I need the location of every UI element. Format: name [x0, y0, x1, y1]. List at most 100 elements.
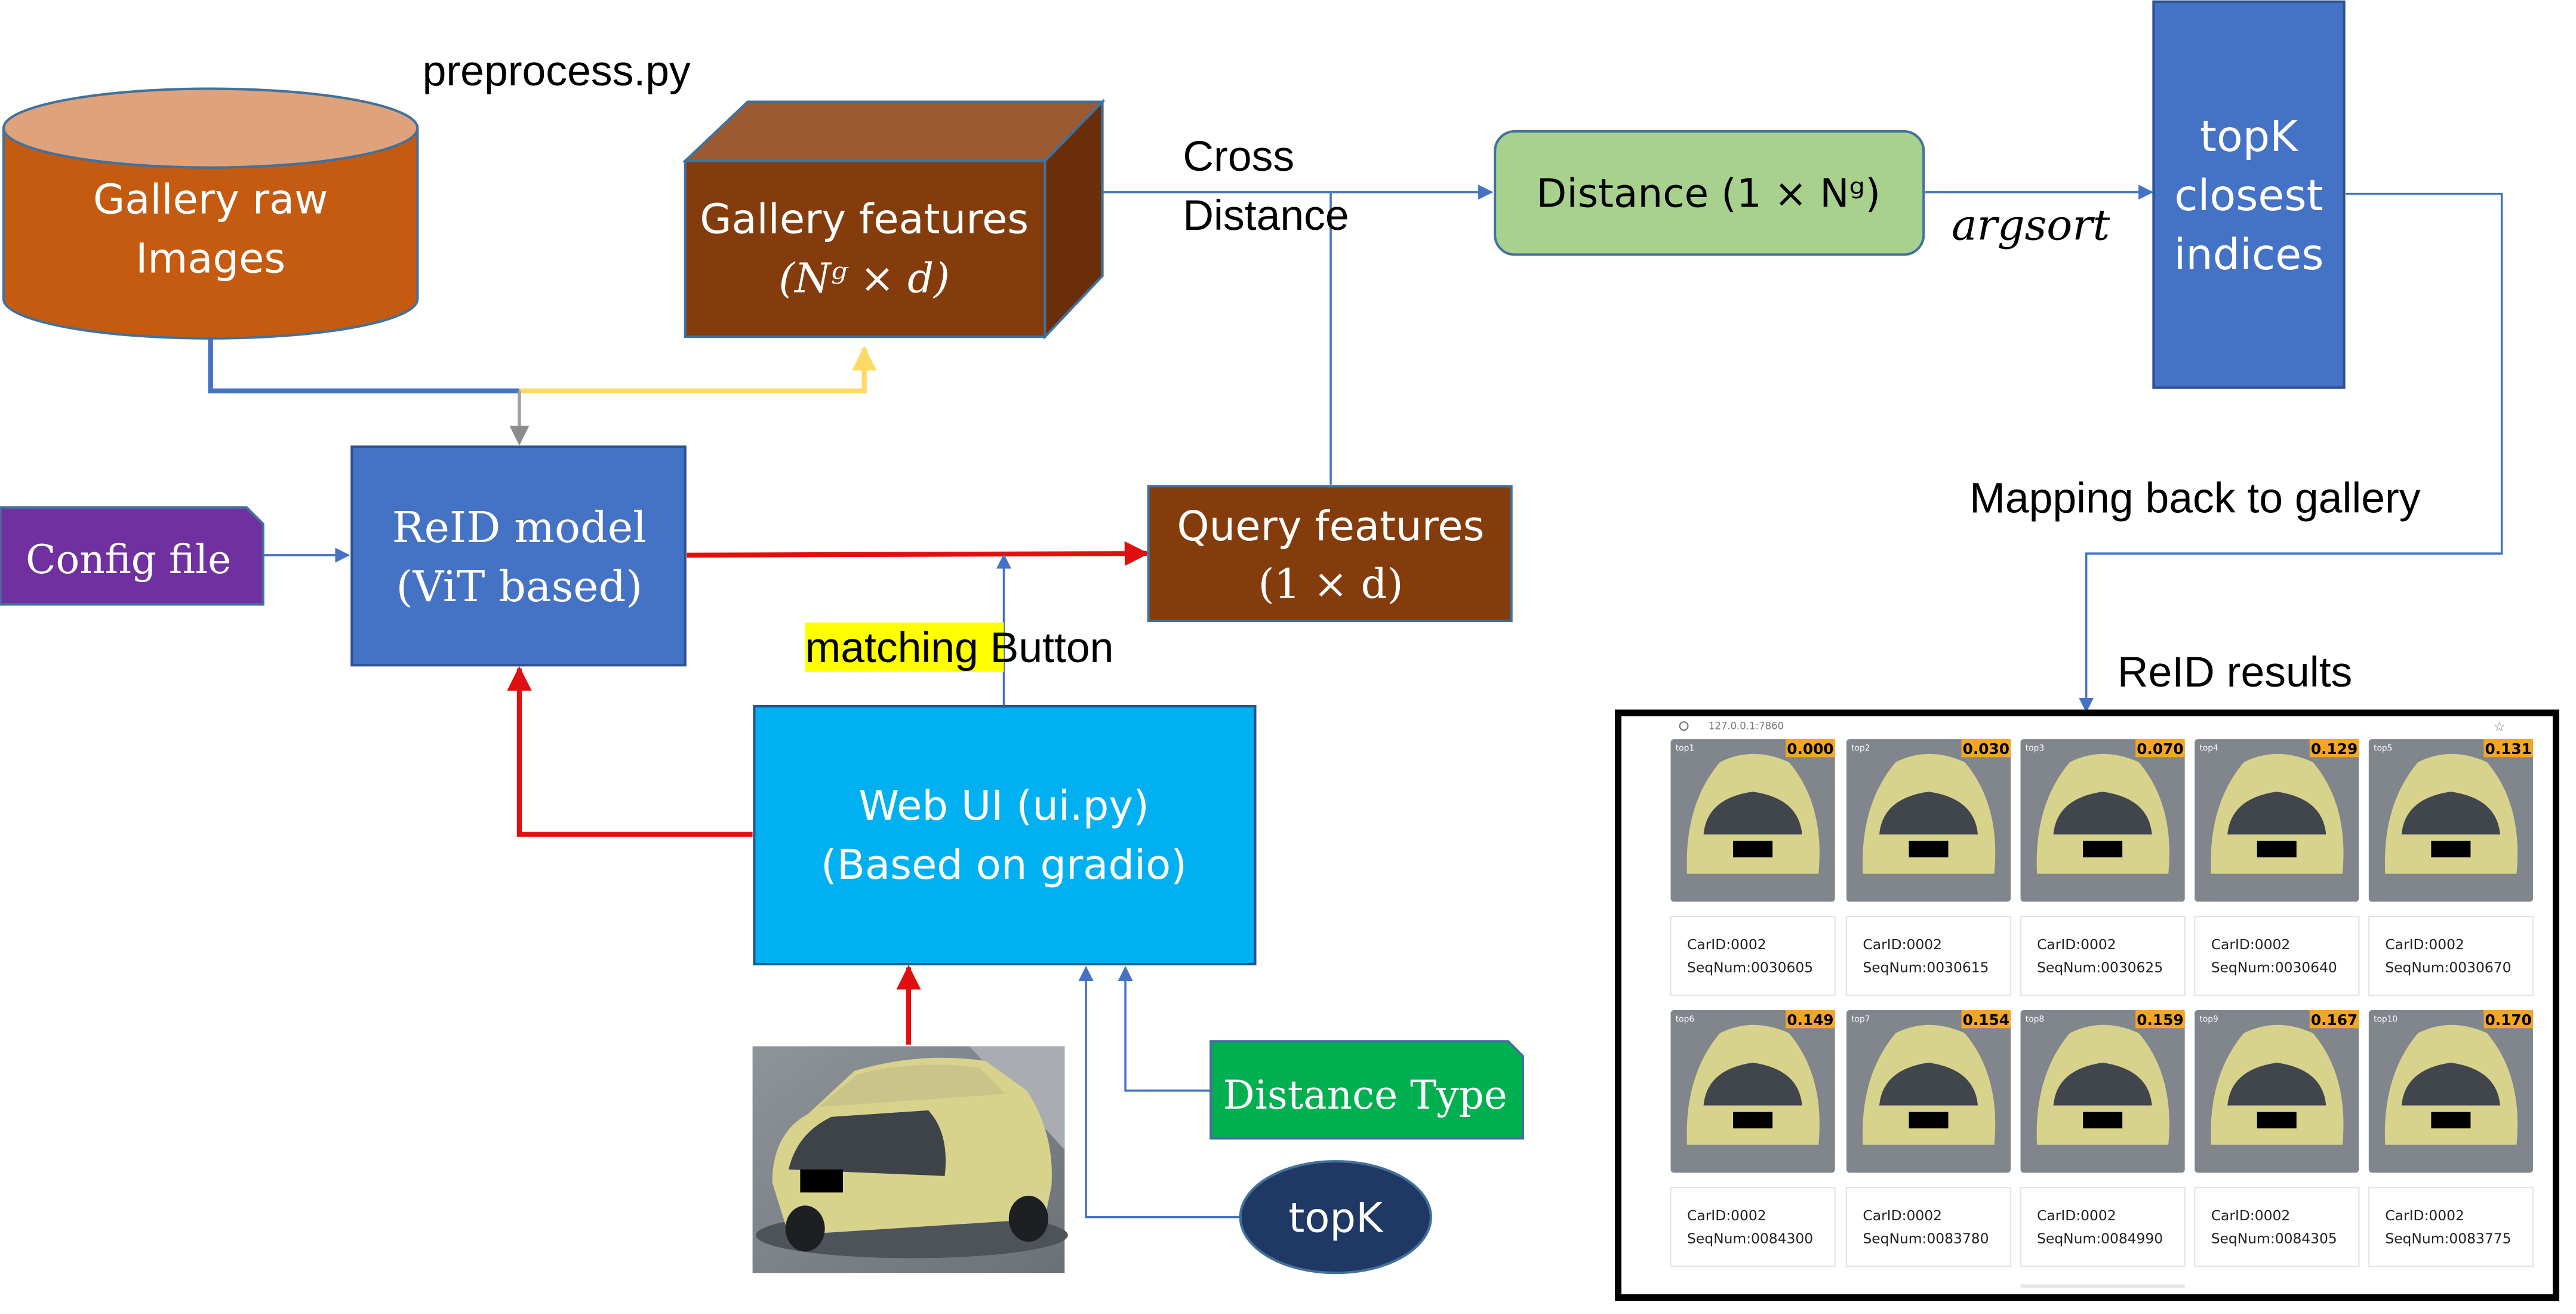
topk-input-node: topK [1239, 1160, 1432, 1275]
result-seqnum: SeqNum:0030625 [2037, 959, 2163, 976]
result-seqnum: SeqNum:0084305 [2211, 1230, 2337, 1247]
result-carid: CarID:0002 [2385, 1207, 2464, 1224]
plate-mask [2431, 841, 2471, 858]
result-info-box [2020, 1187, 2186, 1267]
connectors [208, 184, 2503, 1218]
result-info-box [2368, 916, 2534, 996]
model-to-query-connector [687, 541, 1150, 566]
plate-mask [1733, 841, 1773, 858]
plate-mask [2257, 841, 2297, 858]
result-carid: CarID:0002 [2211, 1207, 2291, 1224]
score-badge [2483, 1010, 2533, 1029]
topk-indices-line3: indices [2174, 230, 2323, 279]
mapping-label: Mapping back to gallery [1969, 474, 2421, 522]
score-text: 0.129 [2311, 740, 2358, 758]
plate-mask [1909, 841, 1949, 858]
matching-button-label: matching Button [805, 622, 1114, 672]
query-features-line1: Query features [1177, 503, 1485, 550]
score-text: 0.170 [2485, 1011, 2532, 1029]
result-rank-tag: top7 [1851, 1014, 1870, 1024]
car-window [2401, 792, 2500, 835]
results-url: 127.0.0.1:7860 [1709, 721, 1784, 732]
distance-node: Distance (1 × Nᵍ) [1494, 130, 1925, 256]
result-carid: CarID:0002 [2385, 936, 2464, 953]
car-window [1879, 792, 1978, 835]
query-features-line2: (1 × d) [1258, 560, 1404, 608]
topk-indices-node: topK closest indices [2152, 0, 2346, 389]
score-badge [2309, 739, 2359, 758]
score-text: 0.131 [2485, 740, 2532, 758]
result-carid: CarID:0002 [2037, 1207, 2116, 1224]
query-features-node: Query features (1 × d) [1147, 485, 1513, 623]
plate-mask [2257, 1112, 2297, 1129]
result-seqnum: SeqNum:0084990 [2037, 1230, 2163, 1247]
result-info-box [2194, 1187, 2360, 1267]
distance-label: Distance (1 × Nᵍ) [1537, 171, 1881, 217]
plate-mask [2431, 1112, 2471, 1129]
raw-to-model-connector [208, 337, 519, 393]
result-info-box [1845, 916, 2012, 996]
config-file-label: Config file [26, 537, 231, 583]
gallery-raw-line1: Gallery raw [93, 176, 328, 224]
result-seqnum: SeqNum:0030605 [1687, 959, 1813, 976]
gallery-raw-line2: Images [136, 235, 285, 283]
result-seqnum: SeqNum:0030615 [1863, 959, 1989, 976]
plate-mask [1909, 1112, 1949, 1129]
result-carid: CarID:0002 [1687, 1207, 1766, 1224]
result-carid: CarID:0002 [1687, 936, 1766, 953]
result-rank-tag: top6 [1676, 1014, 1694, 1024]
result-rank-tag: top10 [2374, 1014, 2398, 1024]
plate-mask [2083, 1112, 2123, 1129]
result-rank-tag: top5 [2374, 743, 2392, 753]
car-window [2053, 1063, 2152, 1106]
car-window [2053, 792, 2152, 835]
gallery-features-node: Gallery features (Nᵍ × d) [682, 99, 1106, 340]
web-ui-node: Web UI (ui.py) (Based on gradio) [753, 704, 1257, 966]
score-badge [1786, 739, 1835, 758]
score-badge [1961, 739, 2011, 758]
score-badge [2135, 1010, 2185, 1029]
topk-input-label: topK [1288, 1194, 1384, 1242]
car-window [2227, 792, 2326, 835]
car-window [1879, 1063, 1978, 1106]
result-carid: CarID:0002 [1863, 936, 1942, 953]
result-rank-tag: top9 [2199, 1014, 2218, 1024]
distancetype-to-ui-connector [1118, 965, 1211, 1092]
cross-distance-label-line2: Distance [1183, 192, 1349, 239]
score-text: 0.149 [1787, 1011, 1833, 1029]
topk-indices-line1: topK [2200, 112, 2299, 161]
result-info-box [1670, 916, 1836, 996]
reid-model-node: ReID model (ViT based) [350, 445, 687, 667]
web-ui-line2: (Based on gradio) [821, 841, 1187, 889]
reid-results-label: ReID results [2118, 648, 2352, 696]
result-carid: CarID:0002 [1863, 1207, 1942, 1224]
topk-to-ui-connector [1078, 965, 1241, 1218]
result-rank-tag: top1 [1676, 743, 1694, 753]
matching-rest-text: Button [978, 624, 1114, 672]
plate-mask [2083, 841, 2123, 858]
result-info-box [2020, 916, 2186, 996]
distance-type-node: Distance Type [1209, 1040, 1524, 1140]
bookmark-icon: ☆ [2494, 719, 2506, 734]
argsort-label: argsort [1952, 201, 2110, 250]
topk-indices-line2: closest [2174, 171, 2323, 220]
query-car-image [752, 1046, 1068, 1273]
gallery-raw-images-node: Gallery raw Images [2, 87, 419, 340]
result-info-box [2194, 916, 2360, 996]
svg-text:matching Button: matching Button [805, 624, 1114, 672]
score-text: 0.159 [2137, 1011, 2183, 1029]
result-info-box [2368, 1187, 2534, 1267]
result-rank-tag: top4 [2199, 743, 2218, 753]
result-seqnum: SeqNum:0030670 [2385, 959, 2511, 976]
